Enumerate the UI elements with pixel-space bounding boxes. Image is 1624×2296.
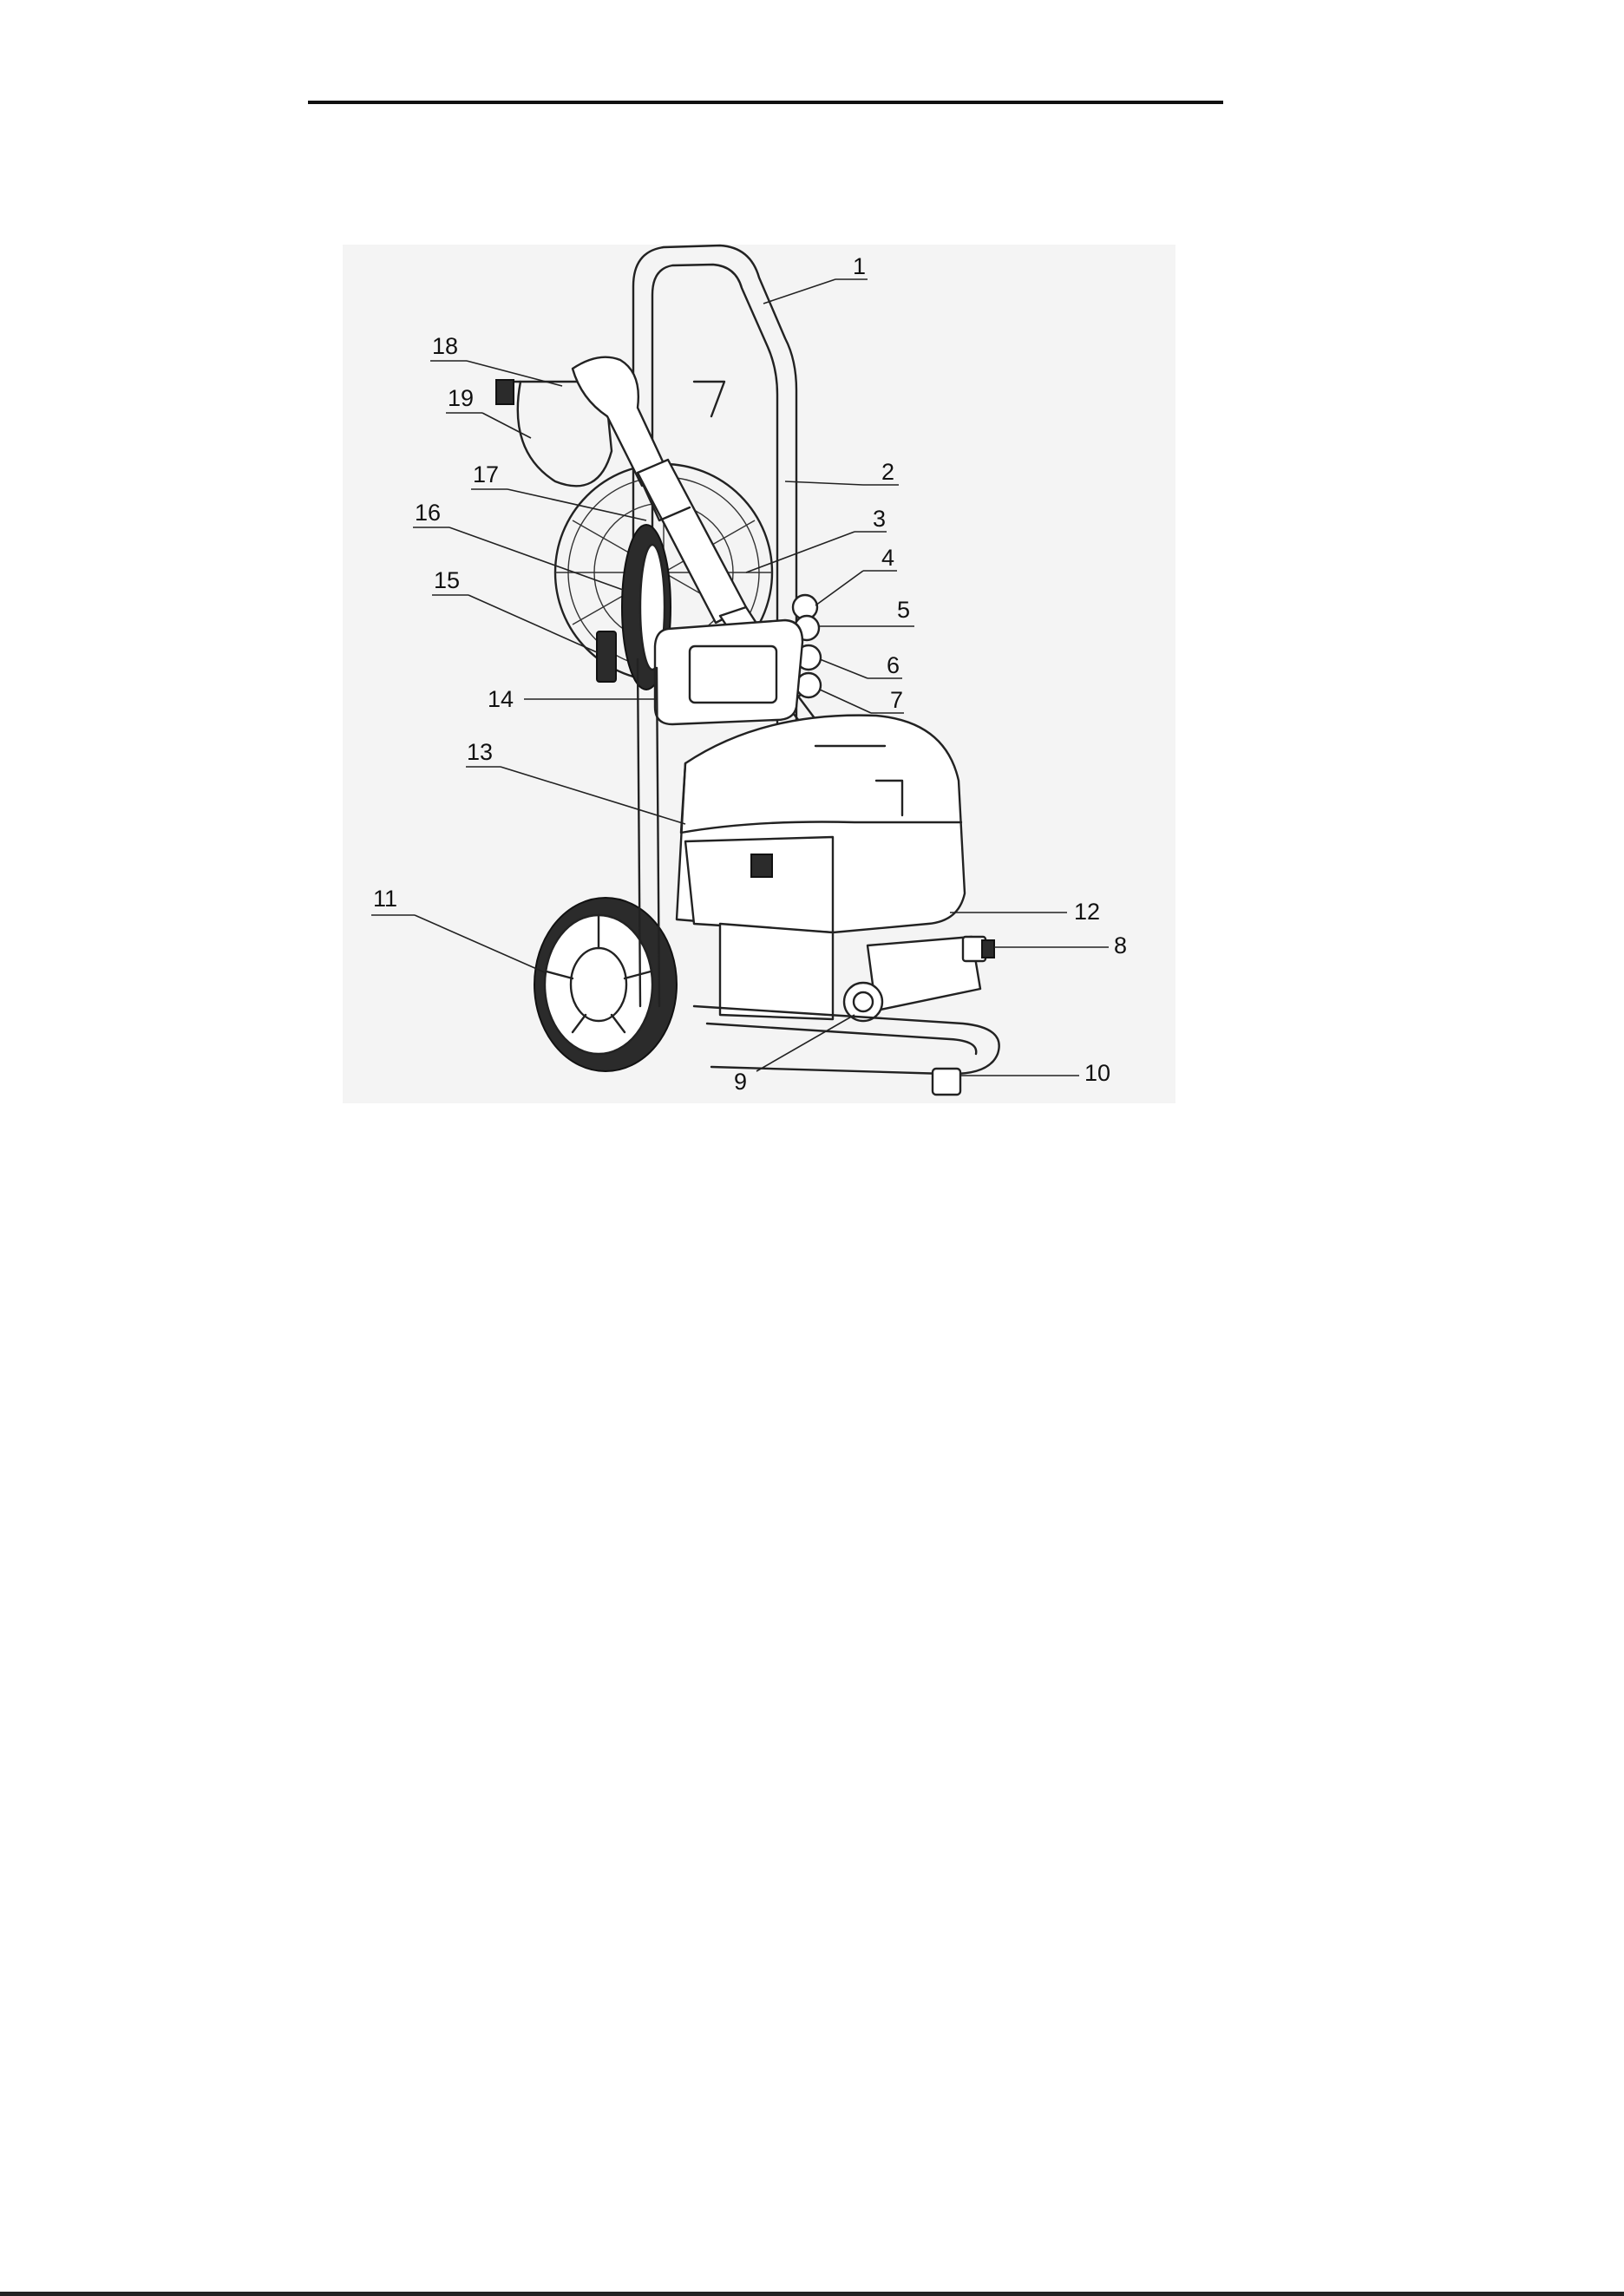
svg-text:2: 2 [881, 459, 894, 485]
svg-text:5: 5 [897, 597, 910, 623]
callout-15: 15 [432, 567, 597, 652]
callout-18: 18 [430, 333, 562, 386]
svg-text:11: 11 [373, 886, 397, 912]
svg-text:17: 17 [473, 461, 499, 487]
callout-10: 10 [960, 1060, 1110, 1086]
svg-text:18: 18 [432, 333, 458, 359]
callout-4: 4 [815, 545, 897, 605]
svg-text:14: 14 [488, 686, 514, 712]
svg-text:4: 4 [881, 545, 894, 571]
callout-1: 1 [763, 253, 868, 304]
callout-13: 13 [466, 739, 685, 824]
svg-text:16: 16 [415, 500, 441, 526]
svg-text:6: 6 [887, 652, 900, 678]
callout-2: 2 [785, 459, 899, 485]
svg-text:10: 10 [1084, 1060, 1110, 1086]
svg-text:13: 13 [467, 739, 493, 765]
callout-11: 11 [371, 886, 547, 973]
svg-text:9: 9 [734, 1069, 747, 1095]
svg-text:15: 15 [434, 567, 460, 593]
callout-7: 7 [820, 687, 904, 713]
svg-text:8: 8 [1114, 932, 1127, 958]
svg-text:7: 7 [890, 687, 903, 713]
callout-5: 5 [819, 597, 914, 626]
callout-6: 6 [820, 652, 902, 678]
callout-17: 17 [471, 461, 646, 520]
svg-text:1: 1 [853, 253, 866, 279]
callout-14: 14 [488, 686, 658, 712]
footer-rule [0, 2292, 1624, 2296]
callout-12: 12 [950, 899, 1100, 925]
svg-text:3: 3 [873, 506, 886, 532]
svg-text:19: 19 [448, 385, 474, 411]
pressure-washer-illustration [496, 245, 999, 1095]
callout-8: 8 [994, 932, 1127, 958]
svg-text:12: 12 [1074, 899, 1100, 925]
